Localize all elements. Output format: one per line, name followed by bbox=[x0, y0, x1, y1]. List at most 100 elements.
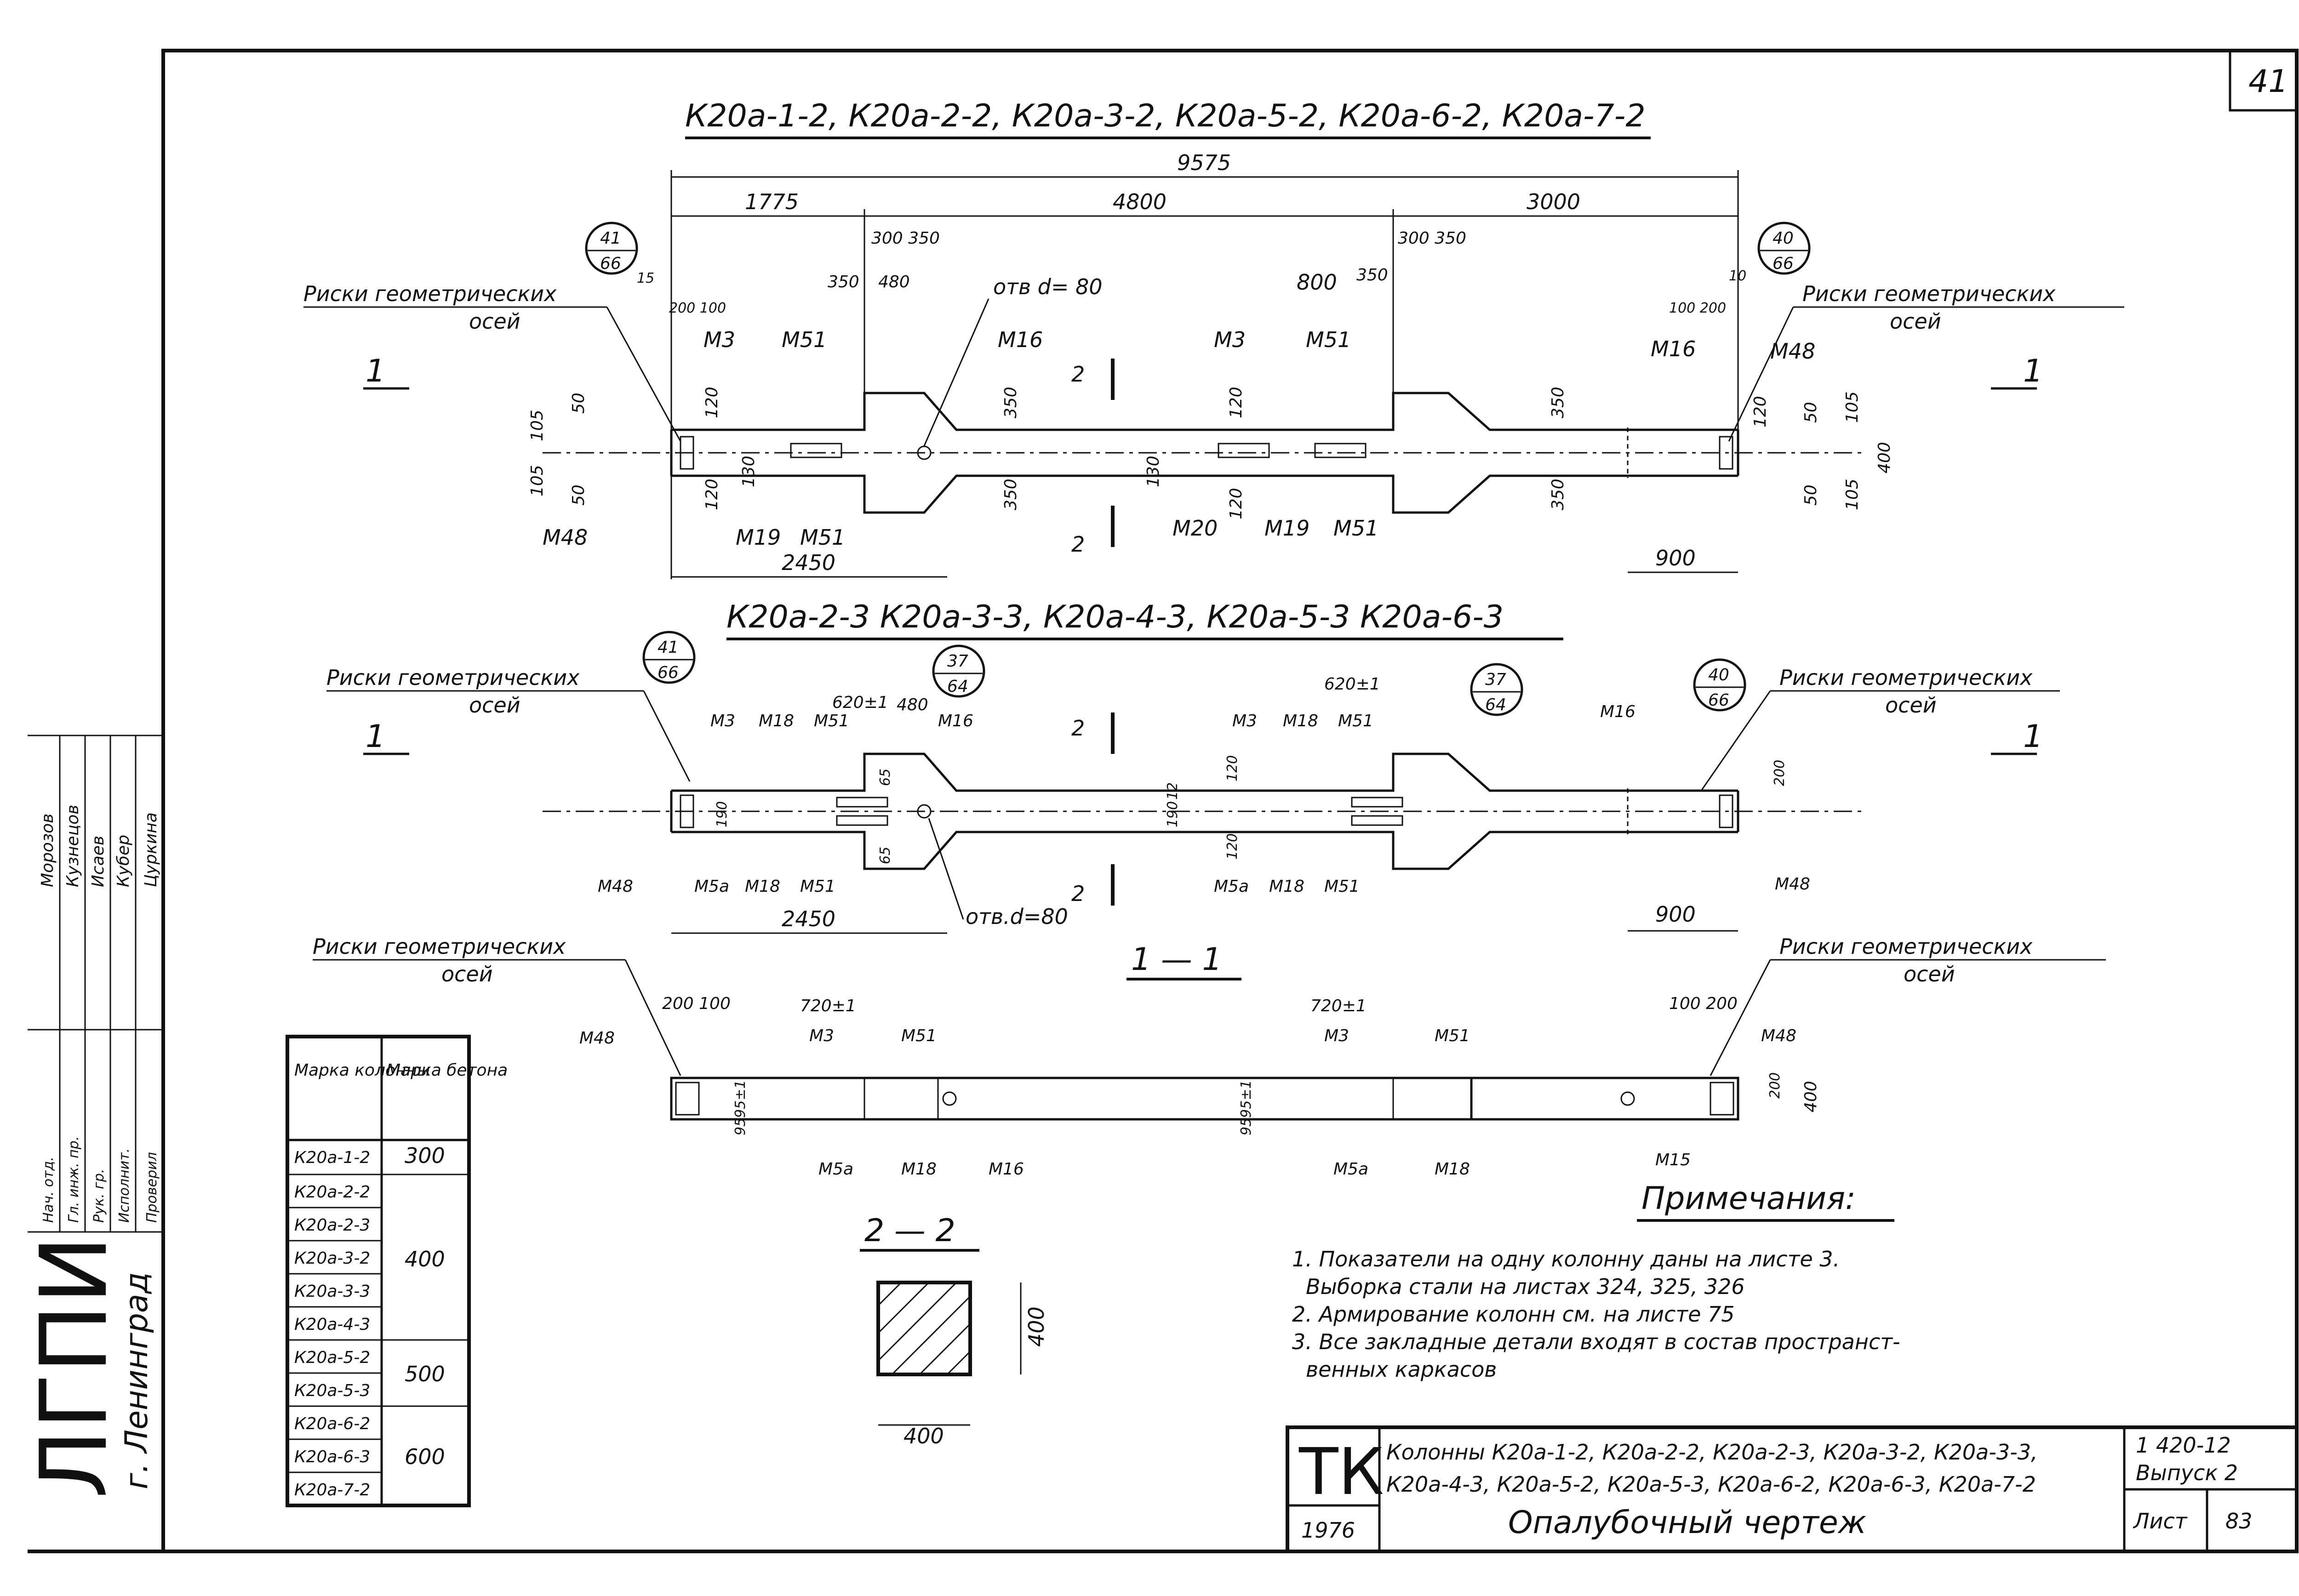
dim-350-top-right-lower: 350 bbox=[1549, 479, 1567, 510]
dim-620-a: 620±1 bbox=[832, 693, 888, 712]
risk-label-sec-right-1: Риски геометрических bbox=[1779, 934, 2033, 959]
mark-m19-top-b: М19 bbox=[1264, 516, 1310, 541]
mark-m5a-mid-b: М5а bbox=[1214, 877, 1249, 896]
dim-12-mid: 12 bbox=[1165, 782, 1181, 800]
dim-105-right-b: 105 bbox=[1843, 479, 1862, 510]
dim-350-b: 350 bbox=[1356, 266, 1388, 285]
title-year: 1976 bbox=[1301, 1518, 1355, 1543]
notes-line-2: Выборка стали на листах 324, 325, 326 bbox=[1306, 1274, 1745, 1299]
mark-m5a-sec-a: М5а bbox=[818, 1160, 853, 1179]
callout-top-num: 37 bbox=[947, 652, 968, 671]
mark-m18-mid-b: М18 bbox=[1283, 712, 1318, 730]
section-2-2-drawing bbox=[876, 1281, 1022, 1426]
dim-65-b: 65 bbox=[877, 847, 893, 864]
dim-total: 9575 bbox=[1177, 150, 1231, 175]
risk-pointer-sec-right bbox=[1710, 959, 1771, 1076]
mark-m48-sec-b: М48 bbox=[1761, 1026, 1796, 1045]
dim-50-right-a: 50 bbox=[1801, 402, 1820, 423]
dim-120-c: 120 bbox=[1227, 387, 1246, 418]
notes-line-4: 3. Все закладные детали входят в состав … bbox=[1292, 1329, 1900, 1354]
dim-400-sec: 400 bbox=[1801, 1081, 1820, 1112]
dim-120-a: 120 bbox=[703, 387, 721, 418]
dim-15: 15 bbox=[637, 270, 654, 286]
dim-350-top-upper: 350 bbox=[1001, 387, 1020, 418]
dim-130-b: 130 bbox=[1144, 456, 1163, 487]
dim-400-22-width: 400 bbox=[904, 1424, 944, 1448]
mark-m16-mid-b: М16 bbox=[1600, 702, 1636, 721]
mark-m51-sec-b: М51 bbox=[1435, 1026, 1470, 1045]
dim-3000: 3000 bbox=[1527, 189, 1580, 214]
cut-1-left-mid: 1 bbox=[366, 718, 385, 755]
risk-pointer-mid-right bbox=[1700, 690, 1771, 791]
callout-37-64-mid-a: 37 64 bbox=[932, 644, 985, 698]
dim-105-left-b: 105 bbox=[528, 465, 547, 496]
notes-line-5: венных каркасов bbox=[1306, 1357, 1497, 1382]
dim-100-200-sec: 100 200 bbox=[1669, 994, 1738, 1013]
mark-m51-mid-a: М51 bbox=[814, 712, 849, 730]
table-cell-col: К20а-7-2 bbox=[294, 1481, 370, 1499]
table-cell-col: К20а-2-3 bbox=[294, 1216, 370, 1235]
callout-bottom-num: 66 bbox=[1773, 254, 1794, 273]
callout-bottom-num: 64 bbox=[947, 677, 968, 696]
mark-m48-sec-a: М48 bbox=[579, 1029, 615, 1048]
dim-400-22-height: 400 bbox=[1024, 1306, 1049, 1347]
table-cell-col: К20а-4-3 bbox=[294, 1315, 370, 1334]
notes-line-3: 2. Армирование колонн см. на листе 75 bbox=[1292, 1302, 1735, 1327]
dim-120-mid-a: 120 bbox=[1224, 755, 1241, 781]
mark-m51-mid-c: М51 bbox=[800, 877, 835, 896]
callout-top-num: 40 bbox=[1708, 666, 1729, 684]
callout-40-66-top: 40 66 bbox=[1757, 222, 1811, 275]
corner-sheet-number: 41 bbox=[2248, 63, 2288, 100]
title-sheet-number: 83 bbox=[2225, 1509, 2253, 1533]
mark-m3-top-a: М3 bbox=[703, 327, 735, 352]
table-cell-col: К20а-5-2 bbox=[294, 1348, 370, 1367]
cut-1-left-top: 1 bbox=[366, 353, 385, 389]
risk-label-top-right-2: осей bbox=[1890, 309, 1941, 334]
callout-40-66-mid: 40 66 bbox=[1693, 658, 1746, 712]
table-cell-col: К20а-5-3 bbox=[294, 1381, 370, 1400]
sign-role: Проверил bbox=[144, 1152, 160, 1223]
callout-bottom-num: 66 bbox=[600, 254, 621, 273]
callout-41-66-top: 41 66 bbox=[585, 222, 638, 275]
cut-2-top-lower: 2 bbox=[1071, 532, 1085, 557]
signature-grid bbox=[28, 735, 163, 1233]
table-header-grade: Марка бетона bbox=[386, 1061, 508, 1080]
column-middle-view bbox=[543, 752, 1862, 870]
mark-m18-mid-a: М18 bbox=[759, 712, 794, 730]
mark-m15-sec: М15 bbox=[1655, 1151, 1691, 1169]
callout-bottom-num: 66 bbox=[1708, 691, 1729, 710]
sign-role: Рук. гр. bbox=[91, 1169, 107, 1223]
dim-350-top-right-upper: 350 bbox=[1549, 387, 1567, 418]
dim-720-b: 720±1 bbox=[1310, 997, 1367, 1015]
risk-label-mid-left-1: Риски геометрических bbox=[326, 665, 580, 690]
mark-m51-mid-d: М51 bbox=[1324, 877, 1360, 896]
mark-m51-top-b: М51 bbox=[1306, 327, 1351, 352]
mark-m16-top-a: М16 bbox=[998, 327, 1043, 352]
sheet-frame bbox=[161, 49, 2299, 1553]
table-cell-col: К20а-2-2 bbox=[294, 1183, 370, 1202]
dim-200-mid: 200 bbox=[1772, 760, 1788, 786]
cut-2-mid-lower: 2 bbox=[1071, 881, 1085, 906]
mark-m16-sec: М16 bbox=[989, 1160, 1024, 1179]
dim-190-a: 190 bbox=[714, 801, 730, 827]
sign-role: Нач. отд. bbox=[40, 1157, 57, 1223]
risk-pointer-mid-left bbox=[643, 690, 691, 782]
risk-label-mid-right-2: осей bbox=[1885, 693, 1937, 718]
cut-2-top-upper: 2 bbox=[1071, 362, 1085, 387]
top-section-title: К20а-1-2, К20а-2-2, К20а-3-2, К20а-5-2, … bbox=[685, 98, 1646, 134]
mark-m5a-sec-b: М5а bbox=[1333, 1160, 1368, 1179]
mark-m20-top: М20 bbox=[1172, 516, 1218, 541]
table-cell-col: К20а-6-3 bbox=[294, 1448, 370, 1466]
mark-m16-mid-a: М16 bbox=[938, 712, 973, 730]
mark-m48-top-a: М48 bbox=[543, 525, 588, 550]
risk-label-sec-right-2: осей bbox=[1904, 962, 1955, 986]
dim-105-right-a: 105 bbox=[1843, 391, 1862, 423]
dim-200-sec: 200 bbox=[1767, 1072, 1783, 1099]
mark-m3-sec-a: М3 bbox=[809, 1026, 834, 1045]
table-cell-grade: 300 bbox=[405, 1143, 445, 1168]
hole-label-top: отв d= 80 bbox=[993, 274, 1103, 299]
risk-pointer-sec-left bbox=[624, 959, 681, 1076]
risk-label-mid-left-2: осей bbox=[469, 693, 520, 718]
dim-50-right-b: 50 bbox=[1801, 484, 1820, 506]
